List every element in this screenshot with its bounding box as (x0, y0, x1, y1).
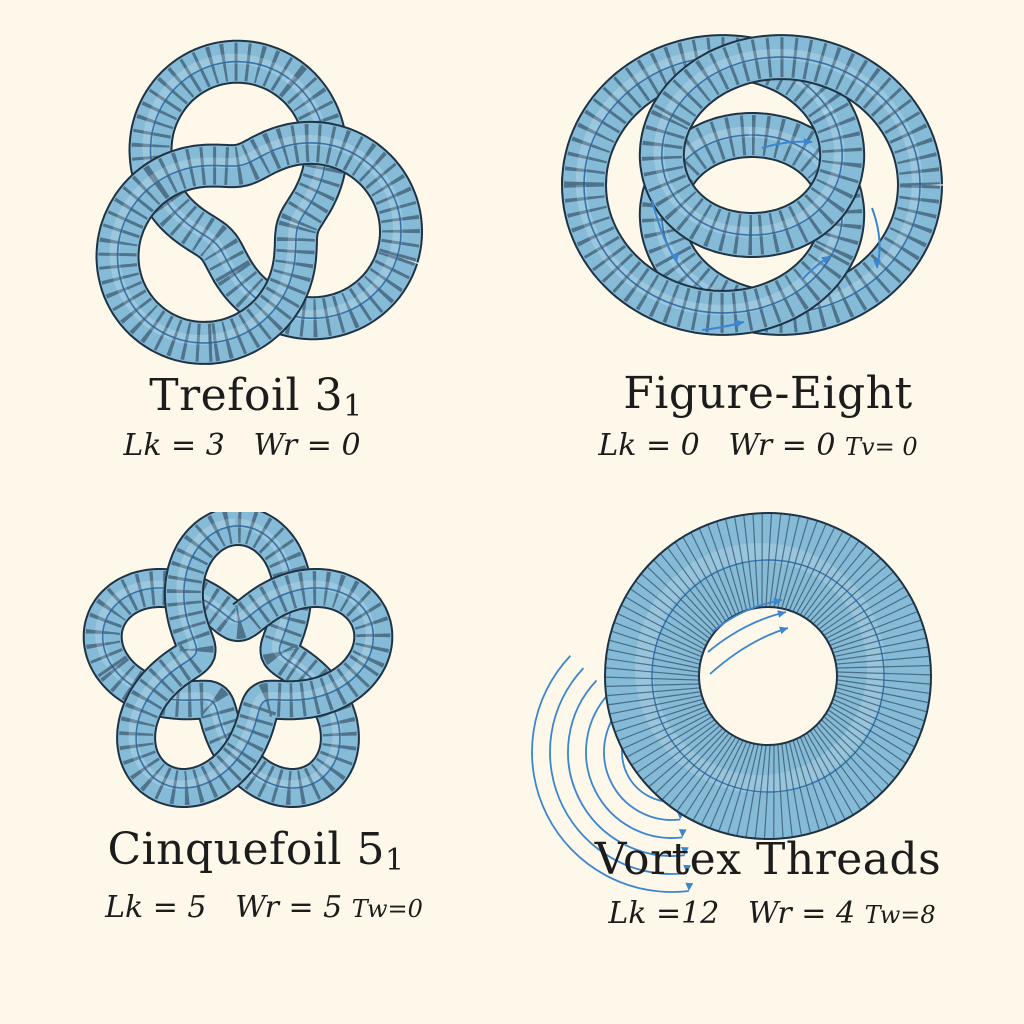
cinquefoil-panel: Cinquefoil 51 Lk = 5 Wr = 5 Tw=0 (0, 512, 512, 1024)
knot-strand (276, 64, 348, 235)
vortex-wr: Wr = 4 (747, 896, 856, 931)
arrow-head (681, 846, 689, 856)
inner-flow-lines (707, 597, 789, 675)
flow-arc (531, 655, 689, 893)
knot-strand (134, 170, 253, 284)
knot-strand (261, 120, 424, 263)
knot-strand (128, 39, 311, 190)
vortex-title: Vortex Threads (594, 834, 942, 885)
knot-strand (203, 219, 319, 365)
flow-arc (549, 667, 687, 875)
vortex-tw: Tw=8 (864, 901, 936, 929)
arrow-head (685, 882, 694, 891)
arrow-head (777, 610, 786, 618)
knot-strand (746, 101, 866, 258)
vortex-torus-icon (531, 512, 932, 893)
knot-strand (82, 568, 244, 679)
arrow-head (735, 319, 744, 328)
figure-eight-stats: Lk = 0 Wr = 0 Tv= 0 (502, 428, 1014, 463)
arrow-head (873, 259, 881, 268)
flow-lines (531, 655, 694, 893)
knot-strand (560, 175, 853, 336)
arrow-head (821, 256, 830, 264)
figure-eight-knot-icon (560, 34, 943, 336)
knot-strand (212, 249, 419, 341)
figure-eight-tw: Tv= 0 (845, 433, 918, 461)
figure-eight-title: Figure-Eight (623, 368, 913, 419)
vortex-lk: Lk =12 (608, 896, 720, 931)
inner-flow-arrow (709, 627, 789, 675)
knot-strand (116, 648, 254, 808)
trefoil-wr: Wr = 0 (253, 428, 361, 463)
vortex-panel: Vortex Threads Lk =12 Wr = 4 Tw=8 (512, 512, 1024, 1024)
cinquefoil-tw: Tw=0 (351, 895, 423, 923)
flow-arc (567, 679, 685, 857)
flow-arrows (651, 138, 881, 331)
flow-arc (603, 704, 681, 821)
knot-strand (144, 130, 283, 201)
vortex-stats: Lk =12 Wr = 4 Tw=8 (516, 896, 1024, 931)
knot-strand (219, 653, 382, 774)
knot-strand (234, 512, 313, 684)
cinquefoil-lk: Lk = 5 (105, 890, 207, 925)
trefoil-knot-icon (95, 39, 424, 365)
trefoil-title: Trefoil 31 (149, 370, 363, 424)
trefoil-stats: Lk = 3 Wr = 0 (0, 428, 498, 463)
arrow-head (683, 864, 692, 874)
arrow-head (779, 626, 788, 635)
cinquefoil-knot-icon (82, 512, 394, 808)
arrow-head (803, 138, 812, 146)
knot-strand (163, 512, 239, 684)
cinquefoil-wr: Wr = 5 (235, 890, 343, 925)
cinquefoil-title: Cinquefoil 51 (107, 824, 405, 878)
flow-arc (585, 692, 683, 839)
cinquefoil-stats: Lk = 5 Wr = 5 Tw=0 (8, 890, 520, 925)
trefoil-lk: Lk = 3 (123, 428, 225, 463)
inner-flow-arrow (707, 611, 787, 653)
figure-eight-lk: Lk = 0 (598, 428, 700, 463)
arrow-head (773, 597, 782, 606)
arrow-head (671, 253, 680, 262)
arrow-head (678, 829, 687, 838)
knot-strand (638, 101, 752, 258)
figure-eight-wr: Wr = 0 (728, 428, 836, 463)
knot-strand (651, 34, 943, 186)
figure-eight-panel: Figure-Eight Lk = 0 Wr = 0 Tv= 0 (512, 0, 1024, 512)
knot-strand (638, 112, 755, 269)
knot-strand (232, 568, 394, 679)
trefoil-panel: Trefoil 31 Lk = 3 Wr = 0 (0, 0, 512, 512)
knot-strand (95, 161, 213, 365)
